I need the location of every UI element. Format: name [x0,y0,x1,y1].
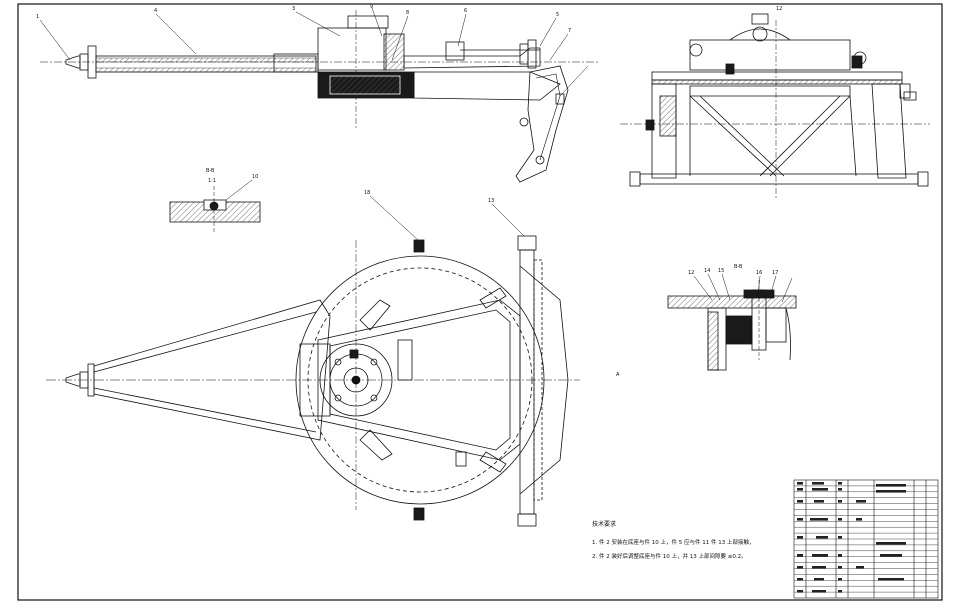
callout-13: 13 [488,198,494,204]
parts-cell-text-mark [838,488,842,491]
parts-cell-text-mark [810,518,828,521]
callout-16: 16 [756,270,762,276]
side-view [40,10,600,183]
callout-4: 4 [154,8,157,14]
notes-title: 技术要求 [592,520,616,528]
parts-cell-text-mark [838,566,842,569]
callout-18: 18 [364,190,370,196]
parts-cell-text-mark [838,590,842,593]
callout-1: 1 [36,14,39,20]
view-marker-a: A [616,372,620,378]
parts-cell-text-mark [876,542,906,545]
parts-cell-text-mark [797,590,803,593]
parts-cell-text-mark [797,488,803,491]
notes-line-1: 1. 件 2 安装在底座与件 10 上，件 5 应与件 11 件 13 上部接触… [592,538,754,546]
parts-cell-text-mark [814,578,824,581]
parts-cell-text-mark [838,482,842,485]
callout-9: 9 [370,4,373,10]
parts-cell-text-mark [876,490,906,493]
callout-3: 3 [292,6,295,12]
parts-cell-text-mark [838,500,842,503]
callout-10: 10 [252,174,258,180]
parts-cell-text-mark [838,536,842,539]
parts-cell-text-mark [797,566,803,569]
callout-15: 15 [718,268,724,274]
parts-cell-text-mark [812,554,828,557]
parts-cell-text-mark [856,500,866,503]
parts-cell-text-mark [838,578,842,581]
parts-cell-text-mark [812,566,826,569]
parts-cell-text-mark [812,488,828,491]
callout-12-top: 12 [776,6,782,12]
callouts-top [39,7,589,97]
parts-cell-text-mark [797,554,803,557]
parts-cell-text-mark [797,518,803,521]
parts-cell-text-mark [797,500,803,503]
parts-cell-text-mark [797,578,803,581]
parts-cell-text-mark [797,482,803,485]
parts-cell-text-mark [812,590,826,593]
callouts-plan [369,195,525,241]
plan-view [46,235,580,527]
parts-cell-text-mark [876,484,906,487]
section-b-label: B-B [206,168,215,174]
callout-17: 17 [772,270,778,276]
parts-cell-text-mark [856,518,862,521]
callout-6: 6 [464,8,467,14]
parts-cell-text-mark [838,554,842,557]
callout-7: 7 [568,28,571,34]
front-view [620,13,930,200]
callout-5: 5 [556,12,559,18]
section-right [667,280,797,371]
section-left [169,179,261,232]
notes-line-2: 2. 件 2 装好后调整底座与件 10 上，并 13 上部间隙要 ≤0.2。 [592,552,747,560]
section-b-label-right: B-B [734,264,743,270]
parts-cell-text-mark [816,536,828,539]
parts-cell-text-mark [814,500,824,503]
sheet-border [17,3,943,601]
parts-cell-text-mark [812,482,824,485]
parts-cell-text-mark [797,536,803,539]
parts-cell-text-mark [880,554,902,557]
parts-list-rows [794,482,938,593]
callout-12: 12 [688,270,694,276]
callout-8: 8 [406,10,409,16]
section-scale-label: 1:1 [208,178,216,184]
parts-cell-text-mark [878,578,904,581]
callouts-section-right [693,273,793,303]
callout-14: 14 [704,268,710,274]
parts-cell-text-mark [838,518,842,521]
parts-cell-text-mark [856,566,864,569]
